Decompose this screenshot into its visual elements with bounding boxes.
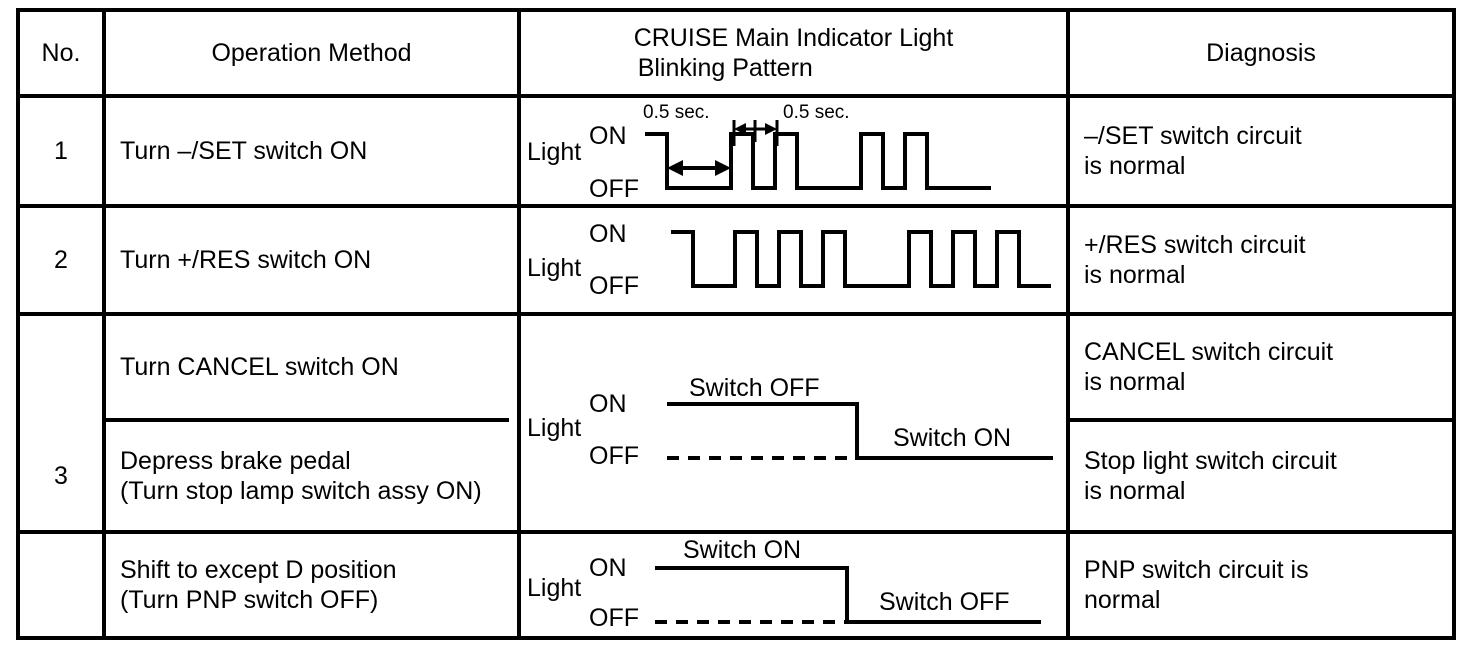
row2-diagnosis: +/RES switch circuit is normal xyxy=(1070,208,1452,312)
row3b-operation-line2: (Turn stop lamp switch assy ON) xyxy=(120,477,482,505)
row1-no: 1 xyxy=(54,136,68,165)
row1-diagnosis: –/SET switch circuit is normal xyxy=(1070,98,1452,204)
row3c-diagnosis-line1: PNP switch circuit is xyxy=(1084,555,1309,584)
row3c-operation-line2: (Turn PNP switch OFF) xyxy=(120,586,379,614)
row3c-waveform-path xyxy=(655,566,1041,624)
row1-on-label: ON xyxy=(589,122,627,150)
row3c-waveform: Light ON OFF Switch ON Switch OFF xyxy=(521,534,1066,636)
row3-merged-state-after: Switch ON xyxy=(893,424,1011,452)
row-rule-1 xyxy=(20,204,1452,208)
row3c-operation: Shift to except D position (Turn PNP swi… xyxy=(106,534,517,636)
row1-light-label: Light xyxy=(527,138,581,166)
header-pattern-line1: CRUISE Main Indicator Light xyxy=(633,23,954,52)
row2-no: 2 xyxy=(54,245,68,274)
row-rule-header xyxy=(20,94,1452,98)
row3-merged-waveform: Light ON OFF Switch OFF Switch ON xyxy=(521,316,1066,530)
row2-diagnosis-line1: +/RES switch circuit xyxy=(1084,230,1306,259)
row1-long-arrow-left xyxy=(667,160,683,176)
row3c-operation-line1: Shift to except D position xyxy=(120,555,397,584)
row3a-diagnosis: CANCEL switch circuit is normal xyxy=(1070,316,1452,418)
row1-off-label: OFF xyxy=(589,175,639,203)
row3c-state-after: Switch OFF xyxy=(879,588,1010,616)
row3-no: 3 xyxy=(54,461,68,490)
row3a-diagnosis-line1: CANCEL switch circuit xyxy=(1084,337,1334,366)
row3-merged-state-before: Switch OFF xyxy=(689,374,820,402)
row1-waveform: Light ON OFF 0.5 sec. 0.5 sec. xyxy=(521,98,1066,204)
row-rule-2 xyxy=(20,312,1452,316)
row-rule-3b xyxy=(20,530,1452,534)
row3-merged-on-label: ON xyxy=(589,390,627,418)
row3b-diagnosis: Stop light switch circuit is normal xyxy=(1070,422,1452,530)
row3c-off-label: OFF xyxy=(589,604,639,632)
column-rule-pattern xyxy=(1066,12,1070,636)
header-blinking-pattern: CRUISE Main Indicator Light Blinking Pat… xyxy=(521,12,1066,94)
row3b-operation: Depress brake pedal (Turn stop lamp swit… xyxy=(106,422,517,530)
row3b-diagnosis-line1: Stop light switch circuit xyxy=(1084,446,1337,475)
row3-merged-waveform-path xyxy=(667,402,1053,460)
row3c-diagnosis-line2: normal xyxy=(1084,586,1161,614)
row3c-on-label: ON xyxy=(589,554,627,582)
row3c-state-before: Switch ON xyxy=(683,536,801,564)
row1-annotation-short: 0.5 sec. xyxy=(783,102,850,123)
row1-diagnosis-line2: is normal xyxy=(1084,152,1186,180)
row1-annotation-long: 0.5 sec. xyxy=(643,102,710,123)
row2-on-label: ON xyxy=(589,220,627,248)
row1-short-arrow-right xyxy=(765,123,777,135)
header-pattern-line2: Blinking Pattern xyxy=(637,54,813,82)
row3c-light-label: Light xyxy=(527,574,581,602)
row2-diagnosis-line2: is normal xyxy=(1084,261,1186,289)
row3b-diagnosis-line2: is normal xyxy=(1084,477,1186,505)
row2-light-label: Light xyxy=(527,254,581,282)
row1-long-arrow-right xyxy=(715,160,731,176)
row1-diagnosis-line1: –/SET switch circuit xyxy=(1084,121,1302,150)
subrow-rule-diag-1 xyxy=(1066,418,1452,422)
row3a-diagnosis-line2: is normal xyxy=(1084,368,1186,396)
column-rule-no xyxy=(102,12,106,636)
header-diagnosis: Diagnosis xyxy=(1206,38,1316,67)
subrow-rule-op-1 xyxy=(102,418,509,422)
row3-merged-light-label: Light xyxy=(527,414,581,442)
row3-merged-off-label: OFF xyxy=(589,442,639,470)
row3b-operation-line1: Depress brake pedal xyxy=(120,446,351,475)
row3c-diagnosis: PNP switch circuit is normal xyxy=(1070,534,1452,636)
diagnosis-table: No. Operation Method CRUISE Main Indicat… xyxy=(16,8,1456,640)
header-operation-method: Operation Method xyxy=(211,38,412,67)
row2-off-label: OFF xyxy=(589,272,639,300)
header-no: No. xyxy=(41,38,81,67)
row2-waveform-path xyxy=(671,230,1051,288)
row3a-operation: Turn CANCEL switch ON xyxy=(120,352,399,381)
row1-waveform-path xyxy=(645,132,991,190)
row2-waveform: Light ON OFF xyxy=(521,208,1066,312)
row1-operation: Turn –/SET switch ON xyxy=(120,136,368,165)
column-rule-operation xyxy=(517,12,521,636)
row2-operation: Turn +/RES switch ON xyxy=(120,245,372,274)
